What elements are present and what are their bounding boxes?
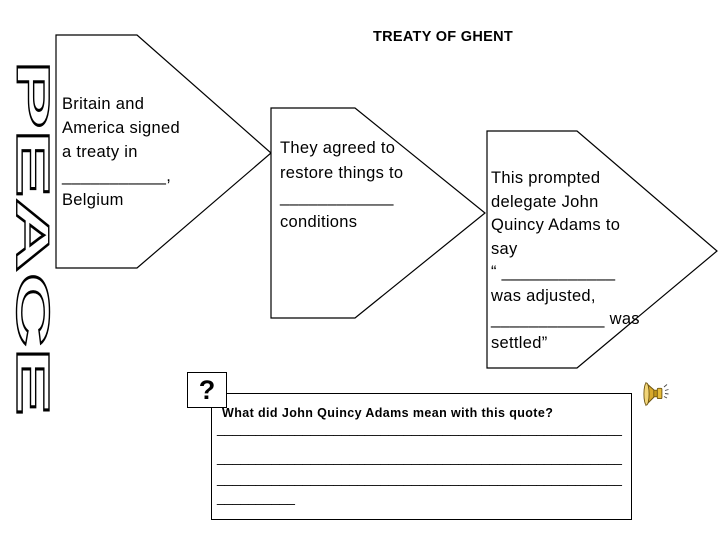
chevron-shape-1: [55, 34, 272, 269]
audio-speaker-icon[interactable]: [643, 380, 673, 408]
answer-blank-line: ________________________________________…: [217, 449, 622, 465]
question-heading: What did John Quincy Adams mean with thi…: [222, 406, 554, 420]
question-mark-icon: ?: [198, 374, 216, 405]
chevron-shape-3: [486, 130, 718, 369]
question-mark-box: ?: [187, 372, 227, 408]
chevron-shape-2: [270, 107, 486, 319]
answer-blank-line: ________________________________________…: [217, 420, 622, 436]
peace-wordart: PEACE: [13, 59, 53, 416]
peace-wordart-text: PEACE: [13, 60, 53, 416]
slide-title: TREATY OF GHENT: [372, 29, 514, 45]
answer-blank-line: __________: [217, 489, 295, 505]
chevron-text-quincy-adams-quote: This prompted delegate John Quincy Adams…: [491, 169, 640, 352]
answer-blank-line: ________________________________________…: [217, 470, 622, 486]
chevron-text-restore-conditions: They agreed to restore things to _______…: [280, 139, 404, 231]
answer-box: [211, 393, 632, 520]
chevron-text-treaty-signed: Britain and America signed a treaty in _…: [62, 95, 180, 209]
